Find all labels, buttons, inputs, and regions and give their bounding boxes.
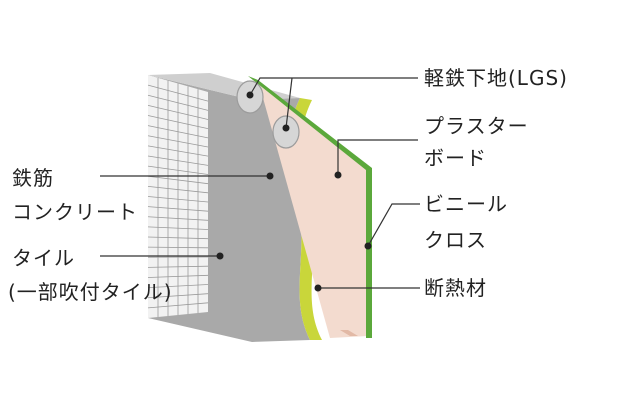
pointer-dot-insulation (315, 285, 322, 292)
pointer-dot-lgs-2 (283, 125, 290, 132)
label-vinyl-line1: ビニール (424, 192, 508, 216)
label-concrete-line2: コンクリート (12, 200, 138, 224)
leader-vinyl (368, 204, 420, 246)
pointer-dot-tile (217, 253, 224, 260)
lgs-stud-icon (273, 116, 299, 148)
pointer-dot-vinyl (365, 243, 372, 250)
label-tile-line1: タイル (12, 246, 75, 270)
label-tile-line2: (一部吹付タイル) (8, 280, 173, 304)
label-plaster-line2: ボード (424, 146, 487, 170)
label-concrete-line1: 鉄筋 (12, 166, 54, 190)
label-insulation: 断熱材 (424, 276, 487, 300)
pointer-dot-concrete (267, 173, 274, 180)
label-lgs: 軽鉄下地(LGS) (424, 66, 568, 90)
label-plaster-line1: プラスター (424, 114, 529, 138)
pointer-dot-lgs (247, 92, 254, 99)
label-vinyl-line2: クロス (424, 228, 487, 252)
pointer-dot-plaster (335, 172, 342, 179)
